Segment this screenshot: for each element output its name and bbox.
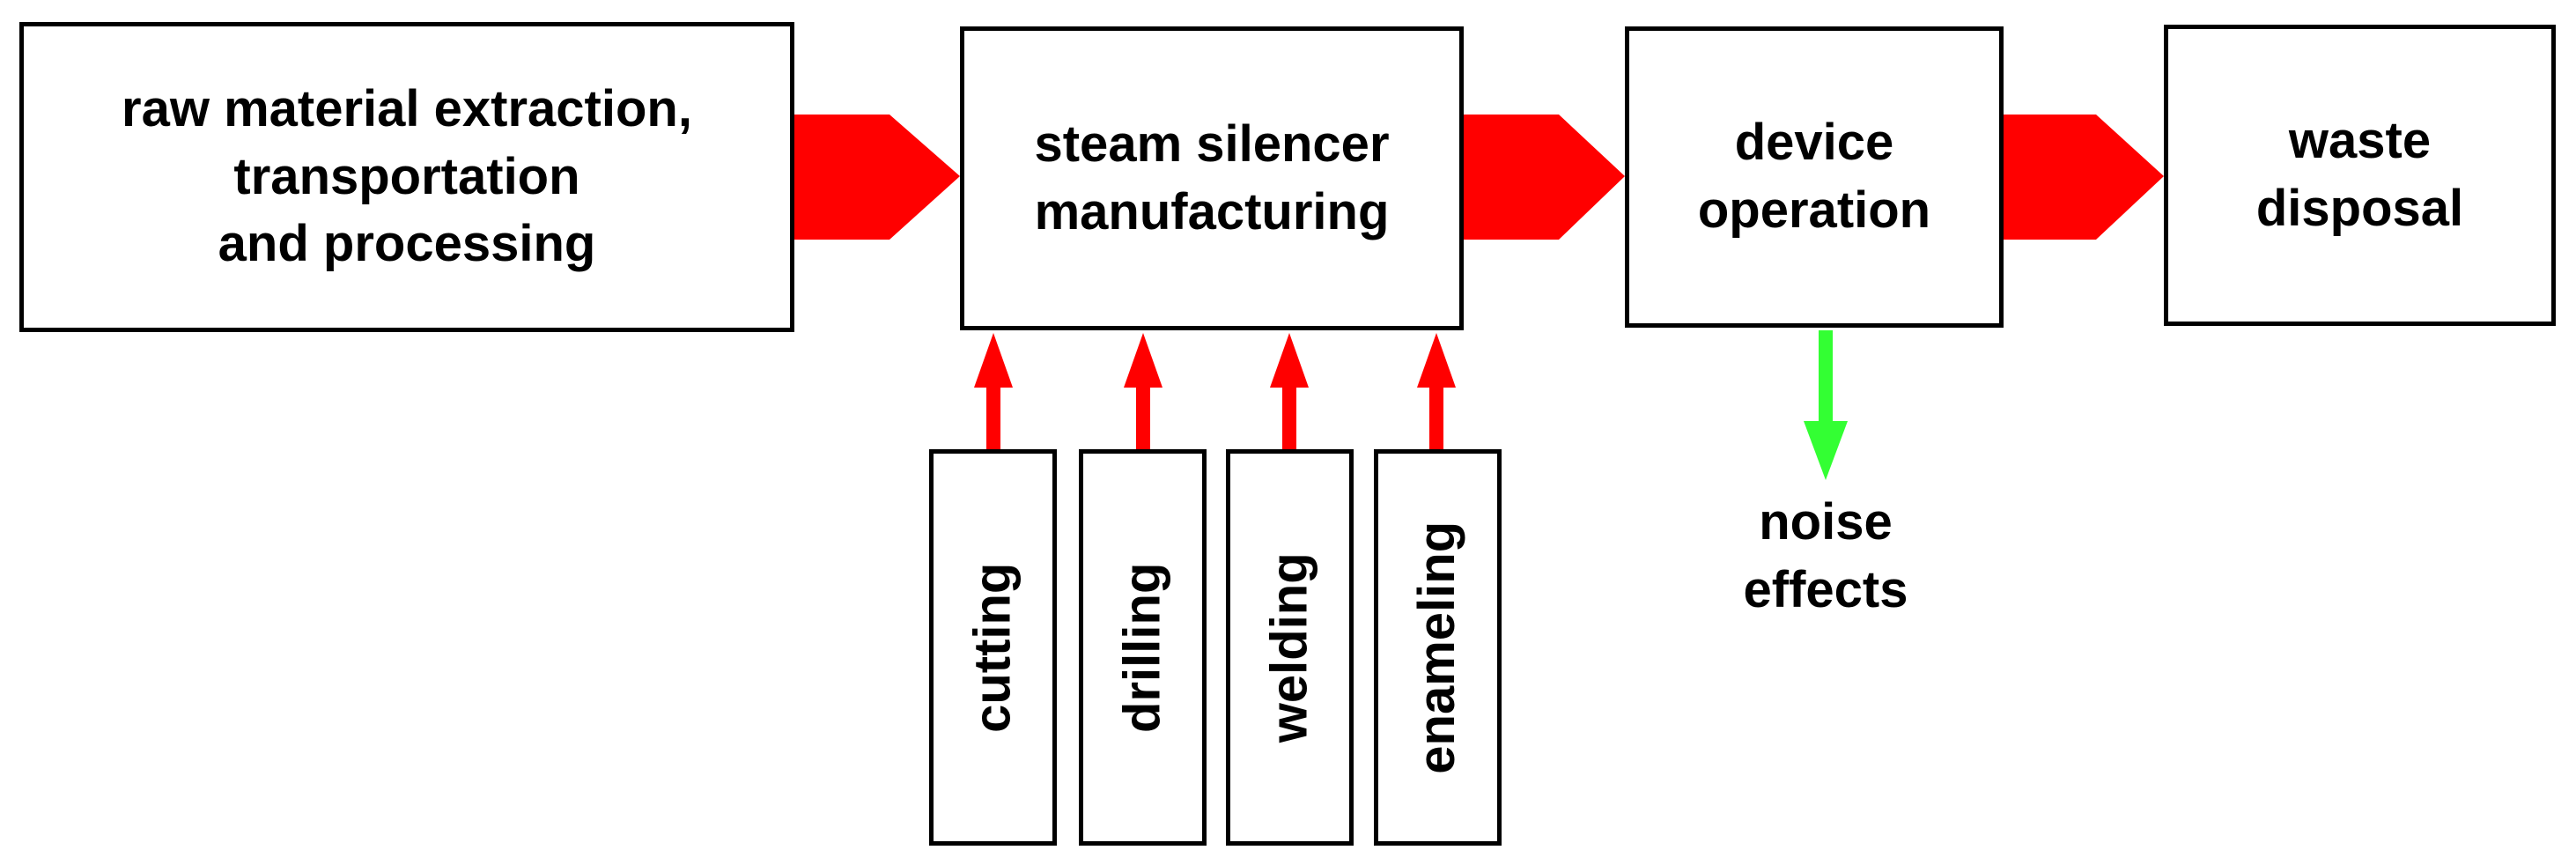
stage-manufacturing: steam silencer manufacturing bbox=[960, 26, 1464, 330]
flow-arrow-manufacturing-to-operation bbox=[1462, 115, 1625, 240]
process-enameling: enameling bbox=[1374, 449, 1502, 846]
stage-disposal: waste disposal bbox=[2164, 25, 2556, 326]
output-noise-effects: noise effects bbox=[1743, 493, 1908, 618]
process-arrow-drilling bbox=[1124, 333, 1163, 449]
flow-arrow-operation-to-disposal bbox=[2001, 115, 2164, 240]
process-welding-label: welding bbox=[1260, 552, 1318, 743]
process-arrow-welding bbox=[1270, 333, 1309, 449]
process-drilling-label: drilling bbox=[1113, 562, 1171, 733]
process-cutting-label: cutting bbox=[963, 562, 1022, 733]
stage-operation: device operation bbox=[1625, 26, 2004, 328]
process-arrow-cutting bbox=[974, 333, 1013, 449]
process-drilling: drilling bbox=[1079, 449, 1207, 846]
stage-raw-material: raw material extraction, transportation … bbox=[19, 22, 794, 332]
stage-operation-label: device operation bbox=[1697, 114, 1931, 239]
stage-raw-material-label: raw material extraction, transportation … bbox=[122, 80, 692, 273]
process-arrow-enameling bbox=[1417, 333, 1456, 449]
process-enameling-label: enameling bbox=[1408, 521, 1466, 774]
process-cutting: cutting bbox=[929, 449, 1057, 846]
flow-arrow-raw-to-manufacturing bbox=[793, 115, 960, 240]
stage-disposal-label: waste disposal bbox=[2255, 112, 2464, 237]
output-arrow-noise bbox=[1804, 330, 1848, 480]
process-welding: welding bbox=[1226, 449, 1354, 846]
stage-manufacturing-label: steam silencer manufacturing bbox=[1034, 115, 1390, 240]
